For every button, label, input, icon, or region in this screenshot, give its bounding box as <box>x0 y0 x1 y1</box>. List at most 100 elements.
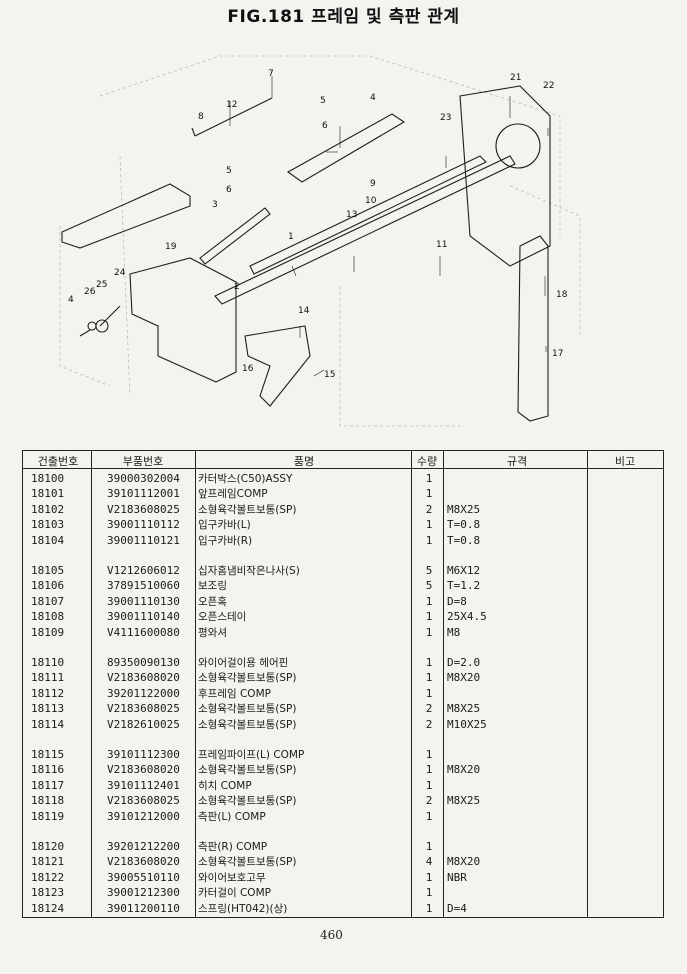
ref-no-cell: 18111 <box>31 671 65 685</box>
ref-no-cell: 18119 <box>31 809 65 823</box>
callout-9: 9 <box>370 179 376 189</box>
spec-cell: M8X20 <box>447 763 481 777</box>
qty-cell: 1 <box>425 686 433 700</box>
ref-no-cell: 18122 <box>31 870 65 884</box>
callout-24: 25 <box>96 280 108 290</box>
part-no-cell: V2183608020 <box>107 855 180 869</box>
part-no-cell: V2183608020 <box>107 671 180 685</box>
qty-cell: 1 <box>425 656 433 669</box>
part-no-cell: 39001110140 <box>107 610 180 624</box>
part-no-cell: 37891510060 <box>107 579 180 593</box>
part-name-cell: 입구카바(L) <box>198 519 251 532</box>
part-no-cell: 39001110121 <box>107 533 180 547</box>
part-name-cell: 측판(L) COMP <box>198 810 266 823</box>
ref-no-cell: 18108 <box>31 610 65 624</box>
callout-7: 7 <box>268 69 274 79</box>
spec-cell: M8X20 <box>447 855 481 869</box>
qty-cell: 1 <box>425 625 433 639</box>
header-remark: 비고 <box>614 455 636 468</box>
part-no-cell: V2183608025 <box>107 502 180 516</box>
part-name-cell: 스프링(HT042)(상) <box>198 902 288 915</box>
callout-8: 8 <box>198 112 204 122</box>
part-name-cell: 소형육각볼트보통(SP) <box>198 672 297 685</box>
ref-no-cell: 18109 <box>31 625 65 639</box>
part-name-cell: 평와셔 <box>198 626 227 639</box>
spec-cell: T=1.2 <box>447 579 481 593</box>
ref-no-cell: 18121 <box>31 855 65 869</box>
qty-cell: 1 <box>425 886 433 900</box>
qty-cell: 2 <box>425 794 433 808</box>
qty-cell: 1 <box>425 594 433 608</box>
qty-cell: 5 <box>425 564 433 577</box>
part-no-cell: 39101112001 <box>107 487 180 501</box>
callout-21: 22 <box>543 81 555 91</box>
part-name-cell: 소형육각볼트보통(SP) <box>198 764 297 777</box>
part-no-cell: V2183608025 <box>107 794 180 808</box>
callout-15: 15 <box>324 370 336 380</box>
callout-2: 2 <box>234 282 240 292</box>
callout-6b: 6 <box>226 185 232 195</box>
qty-cell: 5 <box>425 579 433 593</box>
frame-assembly-drawing <box>59 55 581 427</box>
part-name-cell: 프레임파이프(L) COMP <box>198 749 305 761</box>
qty-cell: 2 <box>425 717 433 731</box>
header-name: 품명 <box>293 455 315 468</box>
right-vertical-post <box>517 235 549 422</box>
part-no-cell: 39001110112 <box>107 518 180 532</box>
callout-11: 12 <box>226 100 238 110</box>
callout-25: 26 <box>84 287 96 297</box>
ref-no-cell: 18101 <box>31 487 65 501</box>
ref-no-cell: 18100 <box>31 472 65 485</box>
header-qty: 수량 <box>416 455 438 468</box>
column-divider <box>411 451 412 917</box>
part-no-cell: V2183608020 <box>107 763 180 777</box>
front-frame-bar <box>199 207 271 265</box>
part-no-cell: V2183608025 <box>107 702 180 716</box>
page-title: FIG.181 프레임 및 측판 관계 <box>227 7 460 27</box>
ref-no-cell: 18107 <box>31 594 65 608</box>
part-name-cell: 십자홈냄비작은나사(S) <box>198 565 300 577</box>
qty-cell: 1 <box>425 809 433 823</box>
qty-cell: 1 <box>425 870 433 884</box>
leader-lines <box>229 76 549 377</box>
ref-no-cell: 18106 <box>31 579 65 593</box>
part-name-cell: 소형육각볼트보통(SP) <box>198 703 297 716</box>
qty-cell: 1 <box>425 671 433 685</box>
right-side-plate <box>459 85 551 267</box>
right-plate-hole <box>495 123 541 169</box>
qty-cell: 4 <box>425 855 433 869</box>
header-ref-no: 건출번호 <box>37 455 79 468</box>
part-no-cell: 39201122000 <box>107 686 180 700</box>
part-name-cell: 소형육각볼트보통(SP) <box>198 795 297 808</box>
part-name-cell: 히치 COMP <box>198 779 252 792</box>
callout-13: 13 <box>346 210 358 220</box>
part-no-cell: 39001212300 <box>107 886 180 900</box>
washer-25 <box>95 319 109 333</box>
part-no-cell: 39000302004 <box>107 472 180 485</box>
part-name-cell: 후프레임 COMP <box>198 687 271 700</box>
ref-no-cell: 18104 <box>31 533 65 547</box>
part-no-cell: V4111600080 <box>107 625 180 639</box>
callout-12: 11 <box>436 240 448 250</box>
cutter-box <box>61 183 191 249</box>
part-no-cell: 39101112300 <box>107 748 180 761</box>
qty-cell: 1 <box>425 748 433 761</box>
part-no-cell: V2182610025 <box>107 717 180 731</box>
